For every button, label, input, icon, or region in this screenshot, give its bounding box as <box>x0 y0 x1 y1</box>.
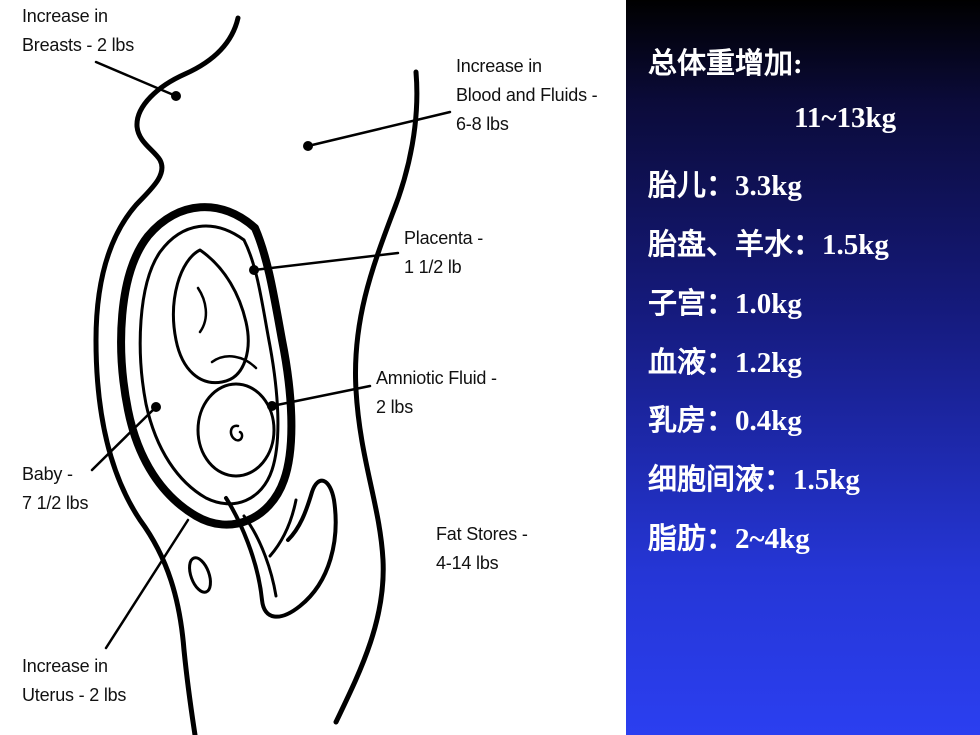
panel-blood: 血液：1.2kg <box>648 347 802 379</box>
label-uterus: Increase in Uterus - 2 lbs <box>22 652 126 710</box>
panel-total-heading: 总体重增加: <box>648 48 803 80</box>
label-line: Blood and Fluids - <box>456 85 598 105</box>
dot-breasts <box>171 91 181 101</box>
label-line: Amniotic Fluid - <box>376 368 497 388</box>
label-line: 4-14 lbs <box>436 553 499 573</box>
leader-uterus <box>104 518 190 650</box>
baby-body <box>172 248 250 385</box>
label-line: Uterus - 2 lbs <box>22 685 127 705</box>
label-placenta: Placenta - 1 1/2 lb <box>404 224 483 282</box>
baby-limb <box>196 286 208 334</box>
leader-dots <box>151 91 313 412</box>
label-blood-fluids: Increase in Blood and Fluids - 6-8 lbs <box>456 52 598 139</box>
front-contour <box>93 15 241 735</box>
panel-fat: 脂肪：2~4kg <box>648 523 810 555</box>
label-line: 6-8 lbs <box>456 114 509 134</box>
leader-blood <box>306 110 452 148</box>
label-line: Increase in <box>22 6 108 26</box>
uterus-wall <box>117 203 296 529</box>
dot-amniotic <box>267 401 277 411</box>
panel-breasts: 乳房：0.4kg <box>648 405 802 437</box>
label-amniotic-fluid: Amniotic Fluid - 2 lbs <box>376 364 497 422</box>
label-line: 1 1/2 lb <box>404 257 462 277</box>
panel-interstitial-fluid: 细胞间液：1.5kg <box>648 464 860 496</box>
label-line: Placenta - <box>404 228 484 248</box>
label-baby: Baby - 7 1/2 lbs <box>22 460 88 518</box>
leader-lines <box>90 60 452 650</box>
panel-placenta-amniotic: 胎盘、羊水：1.5kg <box>648 229 889 261</box>
panel-fetus: 胎儿：3.3kg <box>648 170 802 202</box>
dot-placenta <box>249 265 259 275</box>
dot-baby <box>151 402 161 412</box>
pelvis-inner <box>242 498 298 598</box>
uterus-inner <box>138 224 280 506</box>
baby-limb <box>210 355 258 370</box>
pregnancy-weight-diagram: Increase in Breasts - 2 lbs Increase in … <box>22 2 598 735</box>
label-line: Baby - <box>22 464 73 484</box>
label-line: Increase in <box>456 56 542 76</box>
pregnancy-body-outline <box>90 15 452 735</box>
small-organ <box>188 556 212 594</box>
panel-uterus: 子宫：1.0kg <box>648 288 802 320</box>
label-fat-stores: Fat Stores - 4-14 lbs <box>436 520 528 578</box>
pelvis <box>224 478 338 619</box>
label-line: Fat Stores - <box>436 524 528 544</box>
label-line: 2 lbs <box>376 397 414 417</box>
leader-breasts <box>94 60 178 98</box>
label-line: Breasts - 2 lbs <box>22 35 135 55</box>
baby-head <box>196 382 276 478</box>
leader-baby <box>90 405 158 472</box>
weight-gain-summary-panel: 总体重增加: 11~13kg 胎儿：3.3kg 胎盘、羊水：1.5kg 子宫：1… <box>626 0 980 735</box>
panel-total-range: 11~13kg <box>794 102 897 134</box>
baby-ear <box>229 424 244 442</box>
label-breasts: Increase in Breasts - 2 lbs <box>22 2 134 60</box>
dot-blood <box>303 141 313 151</box>
leader-placenta <box>252 251 400 272</box>
leader-amniotic <box>270 384 372 408</box>
label-line: Increase in <box>22 656 108 676</box>
label-line: 7 1/2 lbs <box>22 493 89 513</box>
